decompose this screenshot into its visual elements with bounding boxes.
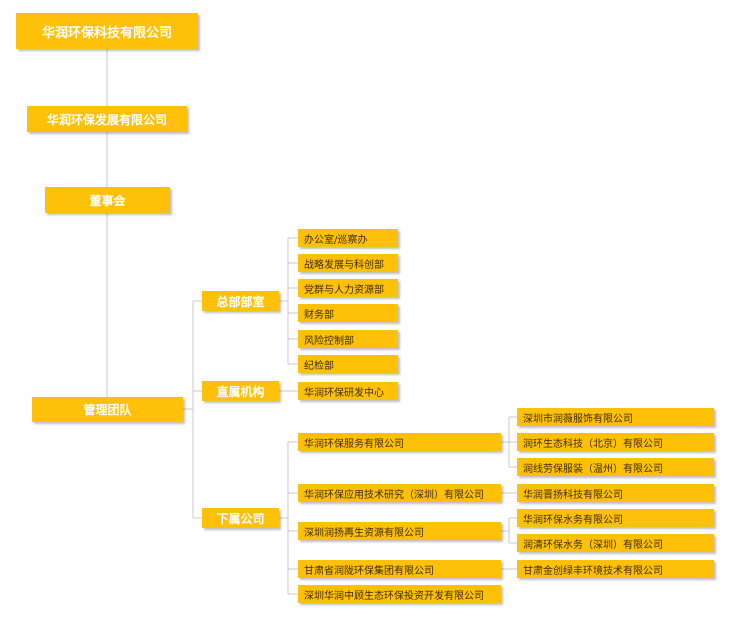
management-team-node: 管理团队 (32, 397, 183, 422)
direct-units-node: 直属机构 (202, 381, 279, 401)
dept-node: 风险控制部 (298, 330, 398, 348)
board-node: 董事会 (45, 187, 170, 213)
dept-node: 办公室/巡察办 (298, 229, 398, 247)
root-company-node: 华润环保科技有限公司 (16, 13, 198, 49)
sub-company-node: 润线劳保服装（温州）有限公司 (517, 458, 714, 476)
sub-company-node: 华润环保水务有限公司 (517, 509, 714, 527)
hq-departments-node: 总部部室 (202, 291, 279, 311)
company-node: 华润环保应用技术研究（深圳）有限公司 (298, 484, 501, 502)
dev-company-node: 华润环保发展有限公司 (27, 106, 187, 132)
company-node: 甘肃省润陇环保集团有限公司 (298, 560, 501, 578)
company-node: 深圳华润中顾生态环保投资开发有限公司 (298, 585, 501, 603)
dept-node: 财务部 (298, 304, 398, 322)
research-center-node: 华润环保研发中心 (298, 382, 398, 400)
sub-company-node: 深圳市润薇服饰有限公司 (517, 408, 714, 426)
sub-company-node: 润清环保水务（深圳）有限公司 (517, 534, 714, 552)
sub-company-node: 甘肃金创绿丰环境技术有限公司 (517, 560, 714, 578)
company-node: 深圳润扬再生资源有限公司 (298, 522, 501, 540)
subsidiaries-node: 下属公司 (202, 508, 279, 528)
sub-company-node: 华润晋扬科技有限公司 (517, 484, 714, 502)
dept-node: 纪检部 (298, 355, 398, 373)
company-node: 华润环保服务有限公司 (298, 433, 501, 451)
sub-company-node: 润环生态科技（北京）有限公司 (517, 433, 714, 451)
dept-node: 战略发展与科创部 (298, 254, 398, 272)
dept-node: 党群与人力资源部 (298, 279, 398, 297)
